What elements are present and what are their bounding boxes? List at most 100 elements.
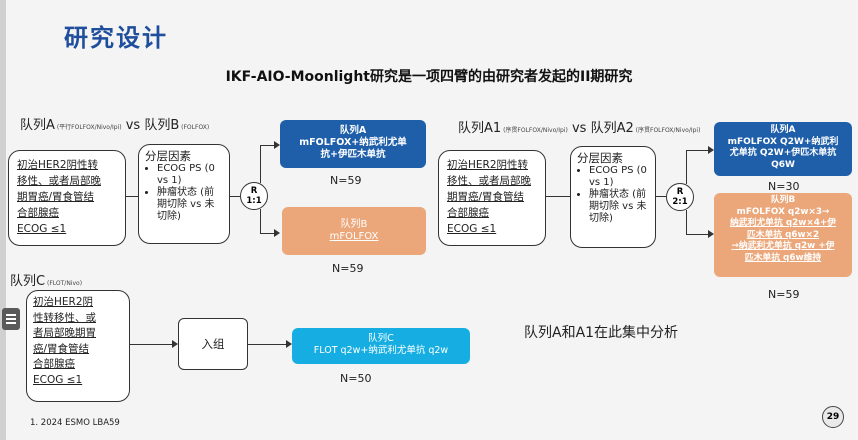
arm-a2-regimen: →纳武利尤单抗 q2w +伊 bbox=[731, 241, 835, 251]
connector-line bbox=[546, 196, 570, 197]
connector-line bbox=[686, 150, 708, 151]
cohort-a1a2-label: 队列A1 (序贯FOLFOX/Nivo/Ipi) vs 队列A2 (序贯FOLF… bbox=[458, 117, 700, 136]
connector-line bbox=[686, 210, 687, 234]
arrow-right-icon bbox=[708, 146, 714, 154]
rand-r: R bbox=[250, 186, 258, 196]
cohort-a-regimen: (平行FOLFOX/Nivo/Ipi) bbox=[54, 124, 122, 131]
connector-line bbox=[656, 196, 666, 197]
criteria-line: 合部腺癌 bbox=[17, 207, 59, 219]
criteria-line: 移性、或者局部晚 bbox=[17, 175, 101, 187]
cohort-a-label: 队列A bbox=[20, 118, 55, 133]
criteria-line: ECOG ≤1 bbox=[17, 223, 67, 235]
patient-criteria-box: 初治HER2阴性转 移性、或者局部晚 期胃癌/胃食管结 合部腺癌 ECOG ≤1 bbox=[8, 150, 126, 246]
arm-c-box: 队列C FLOT q2w+纳武利尤单抗 q2w bbox=[292, 328, 470, 364]
arrow-right-icon bbox=[286, 340, 292, 348]
strat-title: 分层因素 bbox=[145, 149, 191, 163]
arm-a1-regimen: 尤单抗 Q2W+伊匹木单抗 bbox=[729, 148, 837, 158]
connector-line bbox=[260, 233, 274, 234]
arm-a2-regimen: 匹木单抗 q6w维持 bbox=[744, 252, 822, 263]
enrollment-box: 入组 bbox=[178, 318, 248, 370]
arm-a-box: 队列A mFOLFOX+纳武利尤单 抗+伊匹木单抗 bbox=[280, 120, 426, 168]
criteria-line: 初治HER2阴 bbox=[33, 296, 94, 308]
arm-a2-regimen: 纳武利尤单抗 q2w×4+伊 bbox=[729, 218, 837, 228]
criteria-line: ECOG ≤1 bbox=[447, 223, 497, 235]
slide-subtitle: IKF-AIO-Moonlight研究是一项四臂的由研究者发起的II期研究 bbox=[225, 69, 633, 85]
cohort-a1-regimen: (序贯FOLFOX/Nivo/Ipi) bbox=[501, 127, 568, 134]
cohort-a1-label: 队列A1 bbox=[458, 121, 502, 136]
analysis-note: 队列A和A1在此集中分析 bbox=[524, 325, 679, 341]
connector-line bbox=[230, 196, 240, 197]
criteria-line: ECOG ≤1 bbox=[33, 373, 83, 386]
randomization-circle: R 2:1 bbox=[666, 183, 694, 211]
arm-a2-regimen: 匹木单抗 q6w×2 bbox=[746, 229, 820, 240]
strat-item: 肿瘤状态 (前期切除 vs 未切除) bbox=[589, 189, 649, 225]
arm-c-title: 队列C bbox=[368, 333, 394, 344]
cohort-b-regimen: (FOLFOX) bbox=[179, 124, 210, 131]
cohort-a2-regimen: (序贯FOLFOX/Nivo/Ipi) bbox=[633, 127, 701, 134]
vs-label: vs bbox=[567, 121, 591, 136]
arm-a1-box: 队列A mFOLFOX Q2W+纳武利 尤单抗 Q2W+伊匹木单抗 Q6W bbox=[714, 122, 852, 176]
connector-line bbox=[686, 234, 708, 235]
arrow-right-icon bbox=[172, 340, 178, 348]
strat-item: ECOG PS (0 vs 1) bbox=[589, 165, 649, 189]
arm-b-title: 队列B bbox=[340, 219, 368, 230]
criteria-line: 移性、或者局部晚 bbox=[447, 175, 531, 187]
criteria-line: 初治HER2阴性转 bbox=[447, 159, 529, 171]
connector-line bbox=[260, 145, 274, 146]
criteria-line: 期胃癌/胃食管结 bbox=[17, 191, 95, 203]
criteria-line: 癌/胃食管结 bbox=[33, 342, 90, 355]
strat-title: 分层因素 bbox=[577, 151, 623, 165]
arm-a2-box: 队列B mFOLFOX q2w×3→ 纳武利尤单抗 q2w×4+伊 匹木单抗 q… bbox=[714, 193, 852, 277]
connector-line bbox=[260, 209, 261, 233]
rand-r: R bbox=[676, 187, 684, 197]
criteria-line: 性转移性、或 bbox=[33, 311, 96, 324]
page-number: 29 bbox=[822, 406, 844, 428]
criteria-line: 合部腺癌 bbox=[33, 358, 75, 370]
cohort-b-label: 队列B bbox=[144, 118, 180, 133]
arm-b-regimen: mFOLFOX bbox=[329, 231, 379, 242]
arm-a1-n: N=30 bbox=[768, 180, 800, 193]
criteria-line: 者局部晚期胃 bbox=[33, 327, 96, 339]
cohort-c-regimen-note: (FLOT/Nivo) bbox=[45, 280, 83, 287]
left-accent-bar bbox=[0, 0, 6, 440]
enrollment-label: 入组 bbox=[201, 337, 225, 351]
rand-ratio: 2:1 bbox=[672, 197, 688, 207]
arm-c-regimen: FLOT q2w+纳武利尤单抗 q2w bbox=[313, 345, 449, 356]
arm-a2-title: 队列B bbox=[770, 195, 796, 205]
arm-a-n: N=59 bbox=[330, 174, 362, 187]
slide-title: 研究设计 bbox=[64, 24, 168, 52]
arm-a-regimen: 抗+伊匹木单抗 bbox=[320, 149, 386, 160]
rand-ratio: 1:1 bbox=[246, 196, 262, 206]
randomization-circle: R 1:1 bbox=[240, 182, 268, 210]
connector-line bbox=[126, 196, 138, 197]
arm-a2-n: N=59 bbox=[768, 288, 800, 301]
cohort-a2-label: 队列A2 bbox=[590, 121, 634, 136]
strat-item: ECOG PS (0 vs 1) bbox=[157, 163, 223, 187]
connector-line bbox=[130, 344, 174, 345]
arm-a1-title: 队列A bbox=[770, 125, 796, 135]
vs-label: vs bbox=[121, 118, 145, 133]
arm-a1-regimen: mFOLFOX Q2W+纳武利 bbox=[727, 136, 839, 147]
menu-icon[interactable] bbox=[2, 308, 20, 330]
criteria-line: 期胃癌/胃食管结 bbox=[447, 191, 525, 203]
arm-b-box: 队列B mFOLFOX bbox=[282, 207, 426, 255]
arm-c-n: N=50 bbox=[340, 372, 372, 385]
criteria-line: 初治HER2阴性转 bbox=[17, 159, 99, 171]
stratification-box: 分层因素 ECOG PS (0 vs 1) 肿瘤状态 (前期切除 vs 未切除) bbox=[138, 144, 230, 244]
arrow-right-icon bbox=[274, 229, 280, 237]
strat-item: 肿瘤状态 (前期切除 vs 未切除) bbox=[157, 187, 223, 223]
connector-line bbox=[686, 150, 687, 184]
footnote: 1. 2024 ESMO LBA59 bbox=[30, 418, 120, 428]
arrow-right-icon bbox=[274, 141, 280, 149]
arm-a1-regimen: Q6W bbox=[771, 159, 795, 170]
cohort-c-label: 队列C (FLOT/Nivo) bbox=[10, 270, 82, 289]
stratification-box: 分层因素 ECOG PS (0 vs 1) 肿瘤状态 (前期切除 vs 未切除) bbox=[570, 146, 656, 248]
arm-a2-regimen: mFOLFOX q2w×3→ bbox=[736, 206, 830, 217]
connector-line bbox=[260, 145, 261, 183]
cohort-ab-label: 队列A (平行FOLFOX/Nivo/Ipi) vs 队列B (FOLFOX) bbox=[20, 114, 209, 133]
arm-a-regimen: mFOLFOX+纳武利尤单 bbox=[299, 137, 407, 148]
patient-criteria-box: 初治HER2阴性转 移性、或者局部晚 期胃癌/胃食管结 合部腺癌 ECOG ≤1 bbox=[438, 150, 546, 246]
connector-line bbox=[248, 344, 286, 345]
criteria-line: 合部腺癌 bbox=[447, 207, 489, 219]
